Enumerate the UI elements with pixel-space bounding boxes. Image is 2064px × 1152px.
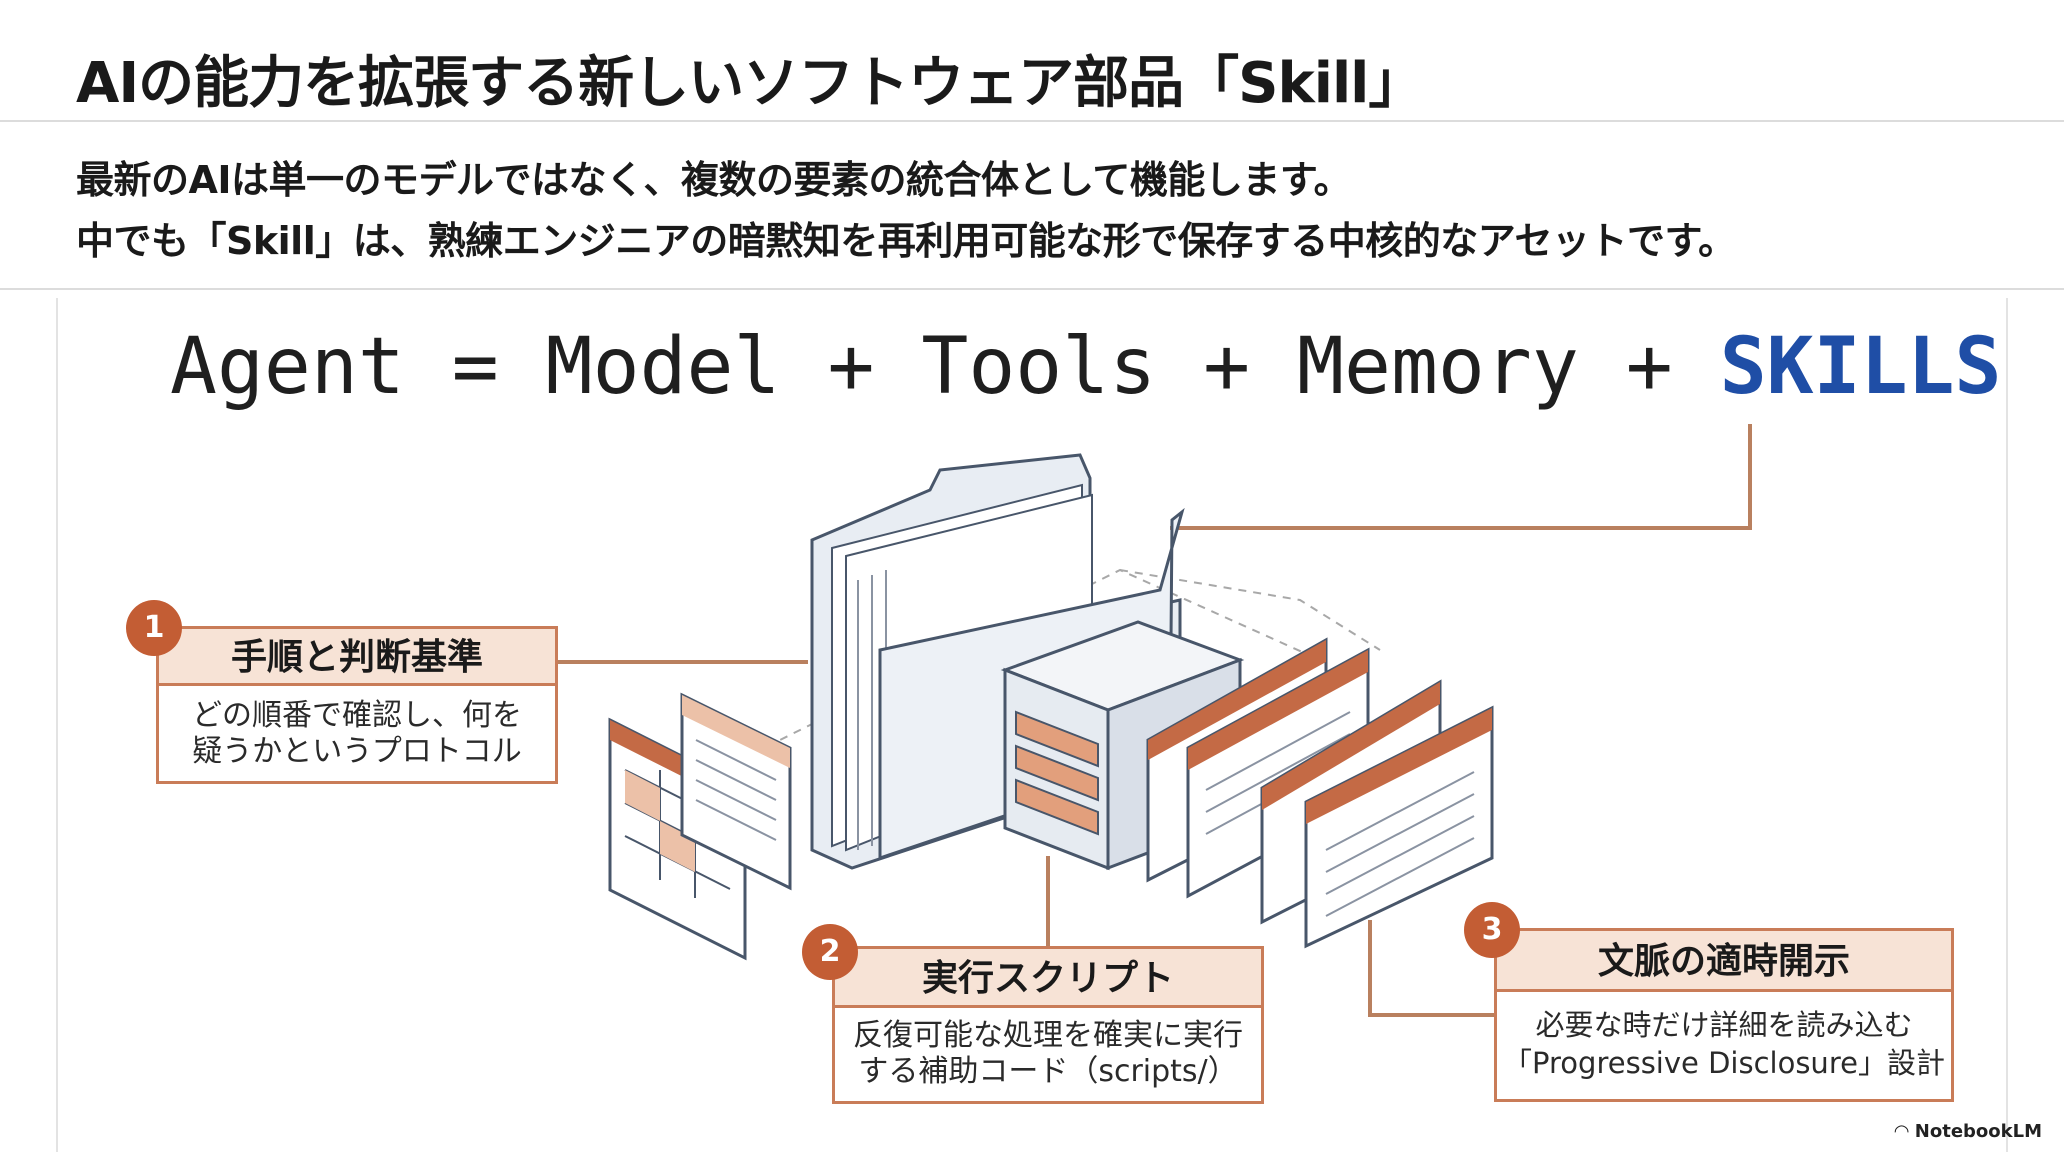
slide-title: AIの能力を拡張する新しいソフトウェア部品「Skill」 [76,51,1424,116]
callout-3-line-1: 必要な時だけ詳細を読み込む [1535,1008,1913,1042]
callout-1-title: 手順と判断基準 [156,626,558,686]
agent-formula: Agent = Model + Tools + Memory + SKILLS [170,322,2001,412]
subtitle-line-1: 最新のAIは単一のモデルではなく、複数の要素の統合体として機能します。 [76,158,1352,202]
document-card-icon [680,692,792,891]
watermark-text: NotebookLM [1914,1121,2042,1142]
badge-2: 2 [802,924,858,980]
callout-2-body: 反復可能な処理を確実に実行 する補助コード（scripts/） [832,1008,1264,1104]
callout-2-line-1: 反復可能な処理を確実に実行 [853,1018,1243,1053]
panel-right-edge [2006,298,2008,1152]
formula-terms: Agent = Model + Tools + Memory + [170,322,1720,412]
callout-3-title: 文脈の適時開示 [1494,928,1954,992]
code-window-icons [1146,637,1494,949]
notebooklm-watermark: ◠ NotebookLM [1895,1121,2042,1142]
callout-1-line-2: 疑うかというプロトコル [192,734,522,769]
callout-2-title: 実行スクリプト [832,946,1264,1008]
connector-3 [1368,920,1494,1017]
callout-3-line-2: 「Progressive Disclosure」設計 [1503,1046,1945,1080]
callout-procedures: 手順と判断基準 どの順番で確認し、何を 疑うかというプロトコル [156,626,558,784]
subtitle-line-2: 中でも「Skill」は、熟練エンジニアの暗黙知を再利用可能な形で保存する中核的な… [76,219,1736,263]
callout-3-body: 必要な時だけ詳細を読み込む 「Progressive Disclosure」設計 [1494,992,1954,1102]
title-divider [0,120,2064,122]
subtitle-divider [0,288,2064,290]
callout-1-body: どの順番で確認し、何を 疑うかというプロトコル [156,686,558,784]
slide-subtitle: 最新のAIは単一のモデルではなく、複数の要素の統合体として機能します。 中でも「… [76,150,1736,272]
connector-skills [1170,424,1752,530]
badge-3: 3 [1464,902,1520,958]
callout-2-line-2: する補助コード（scripts/） [858,1054,1238,1089]
formula-skills: SKILLS [1719,322,2002,412]
callout-1-line-1: どの順番で確認し、何を [192,698,522,733]
callout-scripts: 実行スクリプト 反復可能な処理を確実に実行 する補助コード（scripts/） [832,946,1264,1104]
notebooklm-icon: ◠ [1894,1121,1915,1142]
panel-left-edge [56,298,58,1152]
connector-lines [556,424,1752,1017]
callout-disclosure: 文脈の適時開示 必要な時だけ詳細を読み込む 「Progressive Discl… [1494,928,1954,1102]
badge-1: 1 [126,600,182,656]
window-4 [1304,705,1494,949]
